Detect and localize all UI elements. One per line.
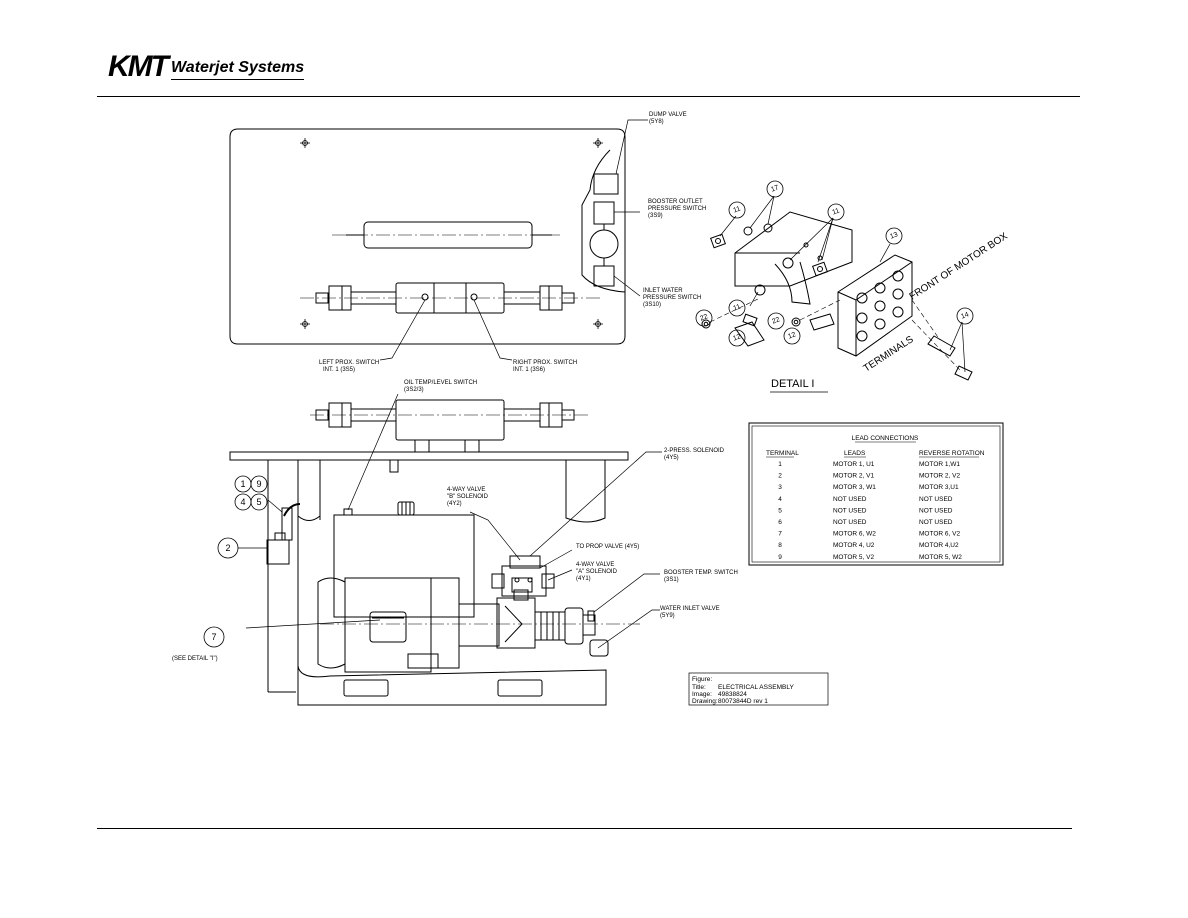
table-title: LEAD CONNECTIONS [852,435,919,442]
label-right-prox-1: RIGHT PROX. SWITCH [513,360,577,366]
table-header-reverse: REVERSE ROTATION [919,450,985,457]
table-cell: 1 [778,461,782,468]
label-press-solenoid-1: 2-PRESS. SOLENOID [664,448,725,454]
header-rule [97,96,1080,97]
figure-drawing-value: 80073844D rev 1 [718,698,768,705]
table-cell: MOTOR 6, V2 [919,531,960,538]
table-cell: MOTOR 4, U2 [833,542,875,549]
label-valve-b-2: "B" SOLENOID [447,494,489,500]
label-oil-temp-2: (3S2/3) [404,387,424,393]
figure-box-frame [688,672,829,706]
bubble-11c: 11 [732,303,741,312]
callout-bubbles [203,180,974,648]
label-dump-valve-1: DUMP VALVE [649,112,687,118]
bubble-4: 4 [240,497,245,507]
bubble-9: 9 [256,479,261,489]
label-right-prox-2: INT. 1 (3S6) [513,367,545,373]
label-valve-a-1: 4-WAY VALVE [576,562,614,568]
label-to-prop-valve: TO PROP VALVE (4Y5) [576,544,639,550]
kmt-logo: KMT Waterjet Systems [108,50,305,83]
label-left-prox-1: LEFT PROX. SWITCH [319,360,379,366]
logo-kmt-text: KMT [108,50,169,83]
table-cell: 4 [778,496,782,503]
bubble-11b: 11 [831,207,840,216]
table-cell: 2 [778,473,782,480]
table-cell: NOT USED [833,519,867,526]
table-cell: MOTOR 3, W1 [833,484,876,491]
table-cell: 6 [778,519,782,526]
table-cell: MOTOR 5, V2 [833,554,874,561]
figure-image-value: 49838824 [718,691,747,698]
table-cell: 8 [778,542,782,549]
table-cell: NOT USED [919,519,953,526]
label-terminals: TERMINALS [862,334,916,375]
bubble-14: 14 [960,311,970,320]
bubble-22a: 22 [699,313,709,322]
label-press-solenoid-2: (4Y5) [664,455,679,461]
table-cell: MOTOR 1, U1 [833,461,875,468]
logo-subtitle: Waterjet Systems [170,59,305,80]
table-cell: MOTOR 1,W1 [919,461,960,468]
bubble-2: 2 [225,543,230,553]
figure-info-box: Figure: Title: ELECTRICAL ASSEMBLY Image… [692,676,795,705]
table-cell: MOTOR 5, W2 [919,554,962,561]
footer-rule [97,828,1072,829]
figure-title-value: ELECTRICAL ASSEMBLY [718,684,795,691]
label-booster-temp-2: (3S1) [664,577,679,583]
table-cell: 9 [778,554,782,561]
table-header-leads: LEADS [844,450,866,457]
table-cell: NOT USED [833,496,867,503]
label-booster-outlet-1: BOOSTER OUTLET [648,199,703,205]
bubble-7: 7 [211,632,216,642]
label-valve-b-1: 4-WAY VALVE [447,487,485,493]
bubble-13: 13 [889,231,899,240]
label-booster-outlet-2: PRESSURE SWITCH [648,206,706,212]
lead-connections-table: LEAD CONNECTIONS TERMINAL LEADS REVERSE … [766,435,985,561]
label-water-inlet-1: WATER INLET VALVE [660,606,720,612]
table-cell: 5 [778,507,782,514]
table-cell: NOT USED [833,507,867,514]
table-cell: MOTOR 3,U1 [919,484,959,491]
label-booster-outlet-3: (3S9) [648,213,663,219]
table-cell: MOTOR 6, W2 [833,531,876,538]
label-valve-b-3: (4Y2) [447,501,462,507]
machine-side-view [229,393,662,706]
bubble-12a: 12 [732,333,742,342]
label-detail-i: DETAIL I [771,378,814,390]
label-booster-temp-1: BOOSTER TEMP. SWITCH [664,570,738,576]
figure-heading: Figure: [692,676,712,683]
detail-i-exploded-view [701,195,973,393]
bubble-22b: 22 [771,316,781,325]
table-cell: NOT USED [919,496,953,503]
label-left-prox-2: INT. 1 (3S5) [323,367,355,373]
table-cell: MOTOR 2, V2 [919,473,960,480]
label-inlet-water-3: (3S10) [643,302,661,308]
label-valve-a-3: (4Y1) [576,576,591,582]
table-cell: NOT USED [919,507,953,514]
bubble-12b: 12 [787,331,797,340]
bubble-1: 1 [240,479,245,489]
label-water-inlet-2: (5Y9) [660,613,675,619]
table-cell: MOTOR 2, V1 [833,473,874,480]
label-inlet-water-1: INLET WATER [643,288,683,294]
label-inlet-water-2: PRESSURE SWITCH [643,295,701,301]
bubble-17: 17 [770,184,780,193]
label-see-detail: (SEE DETAIL "I") [172,656,218,662]
label-front-of-motor-box: FRONT OF MOTOR BOX [908,231,1010,303]
figure-title-label: Title: [692,684,706,691]
label-valve-a-2: "A" SOLENOID [576,569,618,575]
table-header-terminal: TERMINAL [766,450,799,457]
table-cell: 3 [778,484,782,491]
label-dump-valve-2: (5Y8) [649,119,664,125]
figure-image-label: Image: [692,691,712,698]
bubble-5: 5 [256,497,261,507]
label-oil-temp-1: OIL TEMP/LEVEL SWITCH [404,380,477,386]
table-cell: 7 [778,531,782,538]
bubble-11a: 11 [732,205,741,214]
figure-drawing-label: Drawing: [692,698,718,705]
table-cell: MOTOR 4,U2 [919,542,959,549]
panel-top-view [229,119,648,361]
lead-table-frame [748,422,1004,566]
